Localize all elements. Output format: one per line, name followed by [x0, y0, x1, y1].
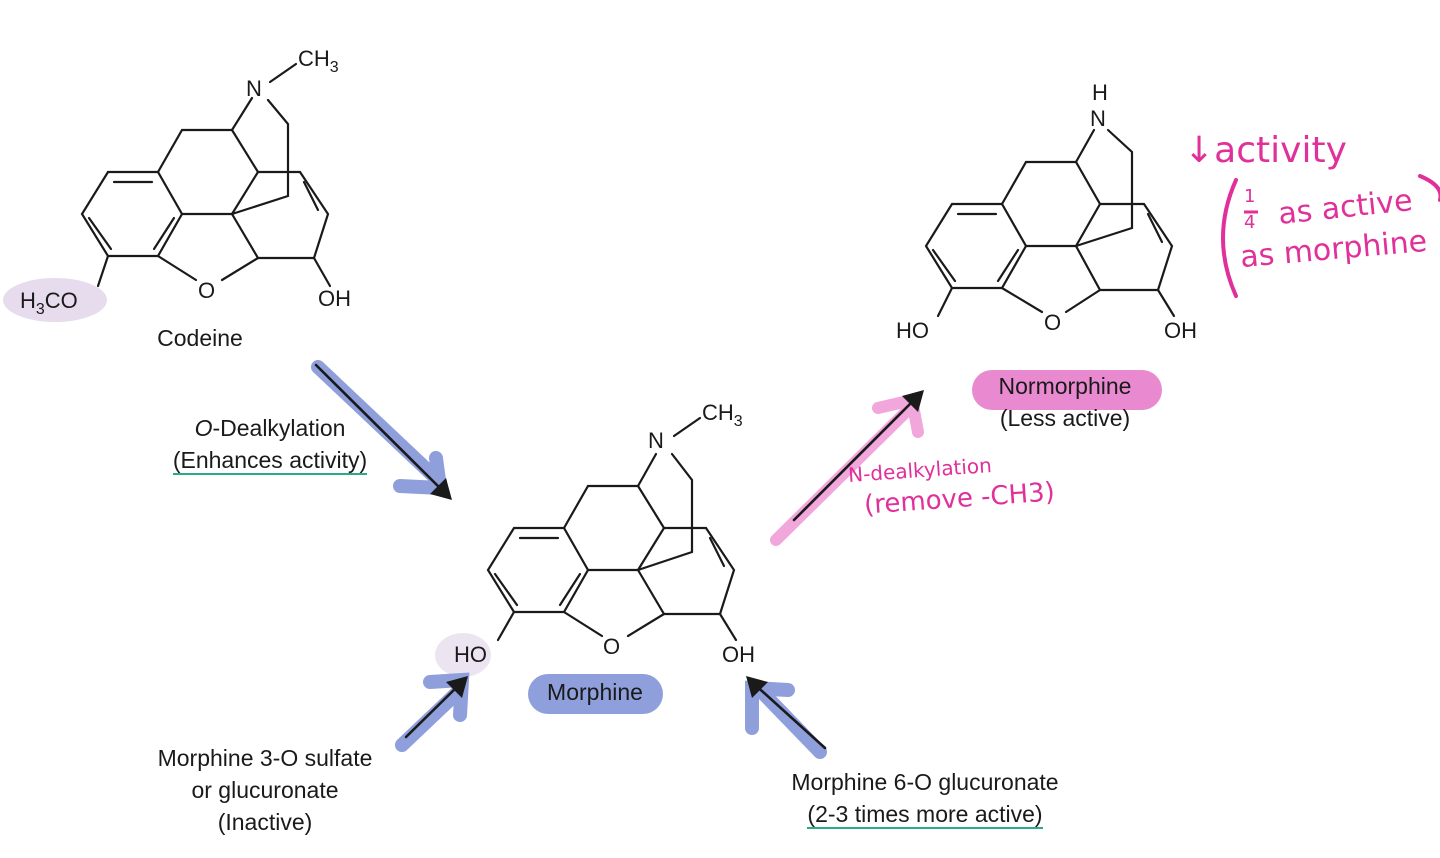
morphine-n-atom: N: [648, 428, 664, 453]
codeine-hydroxyl: OH: [318, 286, 351, 311]
o-dealkylation-note: (Enhances activity): [172, 447, 368, 476]
codeine-label: Codeine: [157, 325, 243, 351]
fraction-denominator: 4: [1244, 212, 1256, 233]
codeine-methoxy-label: H3CO: [20, 288, 78, 318]
sulfate-arrowhead: [446, 676, 468, 698]
normorphine-n-atom: N: [1090, 106, 1106, 131]
glucuronate-arrow: [750, 680, 827, 750]
sulfate-label-block: Morphine 3-O sulfate or glucuronate (Ina…: [120, 742, 410, 839]
codeine-ring-oxygen: O: [198, 278, 215, 303]
fraction-numerator: 1: [1244, 186, 1256, 207]
n-dealkylation-arrowhead: [902, 390, 924, 412]
morphine-structure: N CH3 O HO OH: [454, 400, 755, 667]
codeine-n-atom: N: [246, 76, 262, 101]
normorphine-name-highlight: [972, 370, 1162, 410]
normorphine-nh-hydrogen: H: [1092, 80, 1108, 105]
glucuronate-label-block: Morphine 6-O glucuronate (2-3 times more…: [760, 766, 1090, 830]
n-dealkylation-arrow: [792, 394, 920, 522]
normorphine-activity-note: (Less active): [999, 405, 1131, 432]
glucuronate-line-1: Morphine 6-O glucuronate: [791, 769, 1059, 795]
o-dealkylation-arrowhead: [430, 478, 452, 500]
sulfate-line-2: or glucuronate: [191, 777, 339, 804]
morphine-methyl-label: CH3: [702, 400, 743, 430]
morphine-6-hydroxyl: OH: [722, 642, 755, 667]
normorphine-label: Normorphine: [998, 373, 1132, 399]
sulfate-line-3: (Inactive): [217, 809, 313, 836]
normorphine-label-block: Normorphine (Less active): [960, 370, 1170, 434]
normorphine-6-hydroxyl: OH: [1164, 318, 1197, 343]
o-dealkylation-label-block: O-Dealkylation (Enhances activity): [140, 412, 400, 476]
decreased-activity-note: ↓activity: [1184, 130, 1347, 171]
normorphine-structure: H N O HO OH: [896, 80, 1197, 343]
morphine-label: Morphine: [547, 679, 643, 705]
glucuronate-line-2: (2-3 times more active): [807, 801, 1043, 830]
down-arrow-icon: ↓: [1184, 130, 1215, 171]
sulfate-arrow: [404, 680, 464, 739]
codeine-structure: N CH3 O OH H3CO: [20, 46, 351, 318]
codeine-methyl-label: CH3: [298, 46, 339, 76]
activity-close-bracket: [1418, 174, 1440, 202]
morphine-3-oh-highlight: [435, 633, 491, 677]
morphine-3-hydroxyl: HO: [454, 642, 487, 667]
morphine-ring-oxygen: O: [603, 634, 620, 659]
normorphine-ring-oxygen: O: [1044, 310, 1061, 335]
activity-open-bracket: [1221, 178, 1238, 298]
glucuronate-arrowhead: [746, 676, 768, 698]
morphine-name-highlight: [528, 674, 663, 714]
sulfate-line-1: Morphine 3-O sulfate: [157, 745, 373, 771]
o-dealkylation-label: O-Dealkylation: [194, 415, 346, 441]
o-dealkylation-arrow: [314, 363, 448, 496]
codeine-methoxy-highlight: [3, 278, 107, 322]
normorphine-3-hydroxyl: HO: [896, 318, 929, 343]
